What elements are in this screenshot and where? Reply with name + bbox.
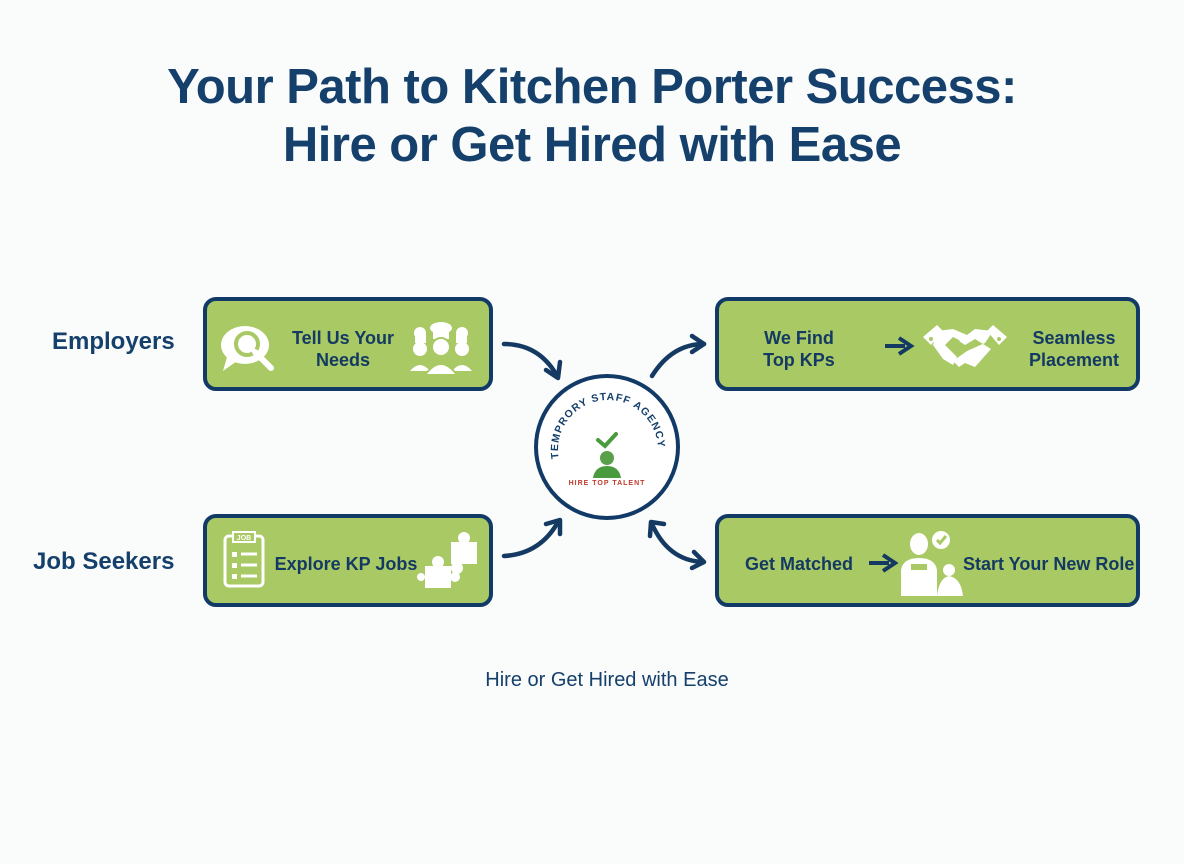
handshake-icon — [923, 325, 1007, 367]
job-clipboard-icon: JOB — [223, 531, 265, 588]
step-label: Tell Us Your Needs — [291, 328, 395, 370]
title-line-2: Hire or Get Hired with Ease — [282, 118, 902, 172]
step-get-matched: Get Matched Start Your New Role — [715, 514, 1140, 607]
row-label-job-seekers: Job Seekers — [33, 548, 175, 575]
footer-caption: Hire or Get Hired with Ease — [485, 669, 729, 691]
svg-text:JOB: JOB — [237, 535, 251, 542]
row-label-employers: Employers — [52, 328, 175, 355]
step-we-find-top-kps: We Find Top KPs Seamless Placement — [715, 297, 1140, 391]
checkmark-icon — [596, 432, 618, 449]
worker-check-icon — [901, 531, 963, 596]
page-title: Your Path to Kitchen Porter Success: Hir… — [0, 58, 1184, 174]
step-tell-us-your-needs: Tell Us Your Needs — [203, 297, 493, 391]
arrow-jobseekers-to-hub — [501, 517, 563, 559]
person-icon — [593, 451, 621, 478]
agency-arc-text: TEMPRORY STAFF AGENCY — [549, 391, 667, 478]
step-label: Seamless Placement — [1028, 328, 1120, 370]
step-label: Get Matched — [744, 554, 854, 574]
arrow-employers-to-hub — [501, 341, 563, 381]
hub-tagline: HIRE TOP TALENT — [568, 480, 646, 487]
agency-hub-logo: TEMPRORY STAFF AGENCY HIRE TOP TALENT — [534, 374, 680, 520]
title-line-1: Your Path to Kitchen Porter Success: — [167, 60, 1017, 114]
step-label: Start Your New Role — [963, 554, 1135, 574]
search-chat-icon — [221, 326, 274, 371]
step-label: Explore KP Jobs — [274, 554, 418, 574]
chefs-group-icon — [410, 322, 472, 376]
puzzle-icon — [417, 532, 477, 588]
arrow-hub-jobseeker-outcome — [647, 519, 707, 571]
step-label: We Find Top KPs — [763, 328, 835, 370]
arrow-right-icon — [885, 336, 915, 356]
svg-text:TEMPRORY STAFF AGENCY: TEMPRORY STAFF AGENCY — [549, 391, 667, 460]
arrow-right-icon — [869, 553, 899, 573]
arrow-hub-to-employer-outcome — [649, 333, 707, 379]
step-explore-kp-jobs: JOB Explore KP Jobs — [203, 514, 493, 607]
